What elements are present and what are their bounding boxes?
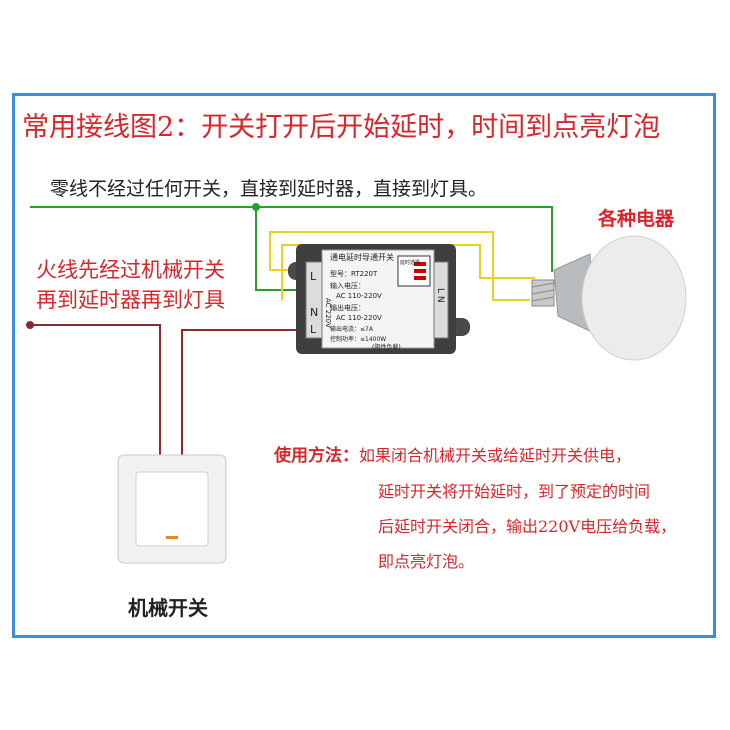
usage-line: 延时开关将开始延时，到了预定的时间 (378, 482, 651, 501)
terminal-voltage: AC 220V (324, 298, 332, 328)
module-output-label: 输出电压： (330, 303, 365, 312)
module-current: 输出电流：≤7A (330, 325, 374, 333)
usage-line: 如果闭合机械开关或给延时开关供电， (359, 446, 632, 465)
live-wire (26, 321, 300, 460)
wall-switch-icon (117, 454, 227, 564)
appliance-label: 各种电器 (598, 208, 675, 230)
live-note-line: 火线先经过机械开关 (36, 258, 225, 282)
module-input-value: AC 110-220V (336, 292, 382, 300)
usage-instructions: 使用方法：如果闭合机械开关或给延时开关供电， 延时开关将开始延时，到了预定的时间… (274, 438, 724, 579)
terminal-right: L N (435, 288, 445, 303)
terminal-left-top: L (310, 270, 317, 283)
module-model: 型号：RT220T (330, 269, 378, 278)
neutral-wire (30, 203, 553, 291)
module-power: 控制功率：≤1400W (330, 335, 386, 343)
terminal-left-n: N (310, 306, 318, 319)
usage-title: 使用方法： (274, 446, 359, 466)
module-delay-title: 延时选择 (400, 259, 420, 266)
timer-module: 通电延时导通开关 型号：RT220T 输入电压： AC 110-220V 输出电… (288, 244, 470, 354)
module-output-value: AC 110-220V (336, 314, 382, 322)
usage-line: 即点亮灯泡。 (378, 552, 475, 571)
module-load-type: (阻性负载) (372, 343, 401, 351)
terminal-left-l: L (310, 323, 317, 336)
neutral-wire-note: 零线不经过任何开关，直接到延时器，直接到灯具。 (50, 178, 488, 200)
bulb-icon (531, 235, 687, 361)
usage-line: 后延时开关闭合，输出220V电压给负载， (378, 517, 677, 536)
module-input-label: 输入电压： (330, 281, 365, 290)
switch-label: 机械开关 (128, 596, 208, 620)
live-note-line: 再到延时器再到灯具 (36, 288, 225, 312)
page-title: 常用接线图2：开关打开后开始延时，时间到点亮灯泡 (22, 112, 661, 143)
live-wire-note: 火线先经过机械开关 再到延时器再到灯具 (36, 255, 225, 315)
module-header: 通电延时导通开关 (330, 252, 394, 262)
output-wire (269, 231, 535, 301)
